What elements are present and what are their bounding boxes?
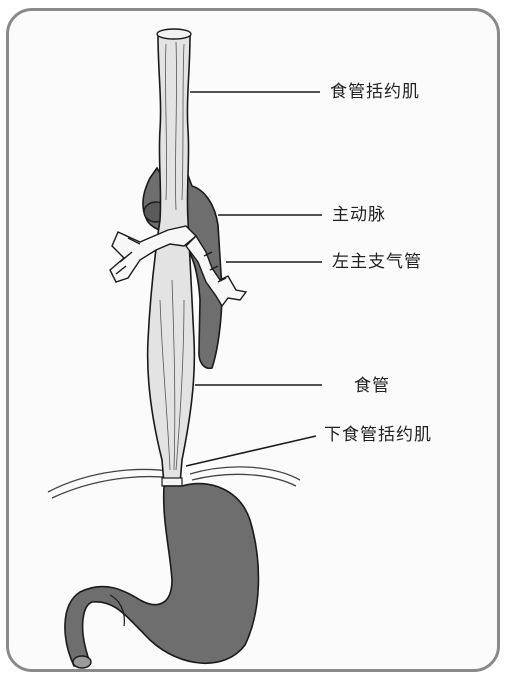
label-aorta: 主动脉 xyxy=(332,205,386,225)
label-left-bronchus: 左主支气管 xyxy=(332,252,422,272)
label-upper-sphincter: 食管括约肌 xyxy=(330,82,420,102)
stomach-shape xyxy=(65,484,259,668)
label-esophagus: 食管 xyxy=(354,376,390,396)
label-lower-sphincter: 下食管括约肌 xyxy=(324,425,432,445)
esophagus-tube xyxy=(148,29,195,486)
